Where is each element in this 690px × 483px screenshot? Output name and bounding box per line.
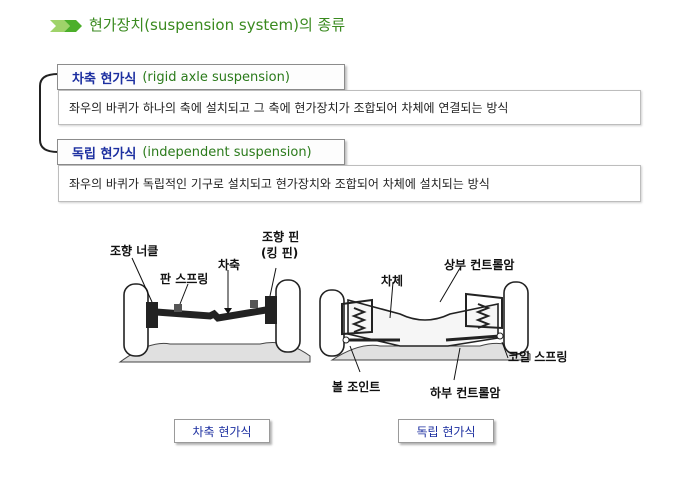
label-coil-spring: 코일 스프링 bbox=[508, 350, 568, 364]
description-text: 좌우의 바퀴가 독립적인 기구로 설치되고 현가장치와 조합되어 차체에 설치되… bbox=[69, 177, 490, 191]
label-lower-arm: 하부 컨트롤암 bbox=[430, 386, 501, 400]
description-text: 좌우의 바퀴가 하나의 축에 설치되고 그 축에 현가장치가 조합되어 차체에 … bbox=[69, 101, 509, 115]
double-chevron-arrow-icon bbox=[50, 20, 82, 32]
label-axle: 차축 bbox=[218, 258, 241, 272]
type-name-en: (rigid axle suspension) bbox=[142, 69, 290, 85]
caption-rigid-axle: 차축 현가식 bbox=[174, 419, 270, 443]
page-title: 현가장치(suspension system)의 종류 bbox=[89, 16, 346, 34]
rigid-axle-description: 좌우의 바퀴가 하나의 축에 설치되고 그 축에 현가장치가 조합되어 차체에 … bbox=[58, 90, 641, 125]
label-kingpin-sub: (킹 핀) bbox=[261, 246, 299, 260]
caption-independent: 독립 현가식 bbox=[398, 419, 494, 443]
label-kingpin: 조향 핀 bbox=[262, 230, 300, 244]
label-ball-joint: 볼 조인트 bbox=[332, 380, 381, 394]
label-steering-knuckle: 조향 너클 bbox=[110, 244, 159, 258]
bracket-connector bbox=[39, 73, 59, 153]
label-body: 차체 bbox=[381, 274, 404, 288]
suspension-illustration bbox=[118, 257, 531, 381]
label-upper-arm: 상부 컨트롤암 bbox=[444, 258, 515, 272]
type-name-ko: 차축 현가식 bbox=[72, 71, 137, 87]
independent-description: 좌우의 바퀴가 독립적인 기구로 설치되고 현가장치와 조합되어 차체에 설치되… bbox=[58, 165, 641, 202]
independent-type-label: 독립 현가식 (independent suspension) bbox=[57, 139, 345, 165]
type-name-en: (independent suspension) bbox=[142, 144, 312, 160]
rigid-axle-illustration bbox=[118, 257, 311, 363]
type-name-ko: 독립 현가식 bbox=[72, 146, 137, 162]
label-leaf-spring: 판 스프링 bbox=[160, 272, 209, 286]
suspension-diagram: 조향 너클 판 스프링 차축 조향 핀 (킹 핀) 상부 컨트롤암 차체 코일 … bbox=[110, 222, 600, 404]
independent-illustration bbox=[319, 267, 531, 381]
rigid-axle-type-label: 차축 현가식 (rigid axle suspension) bbox=[57, 64, 345, 90]
